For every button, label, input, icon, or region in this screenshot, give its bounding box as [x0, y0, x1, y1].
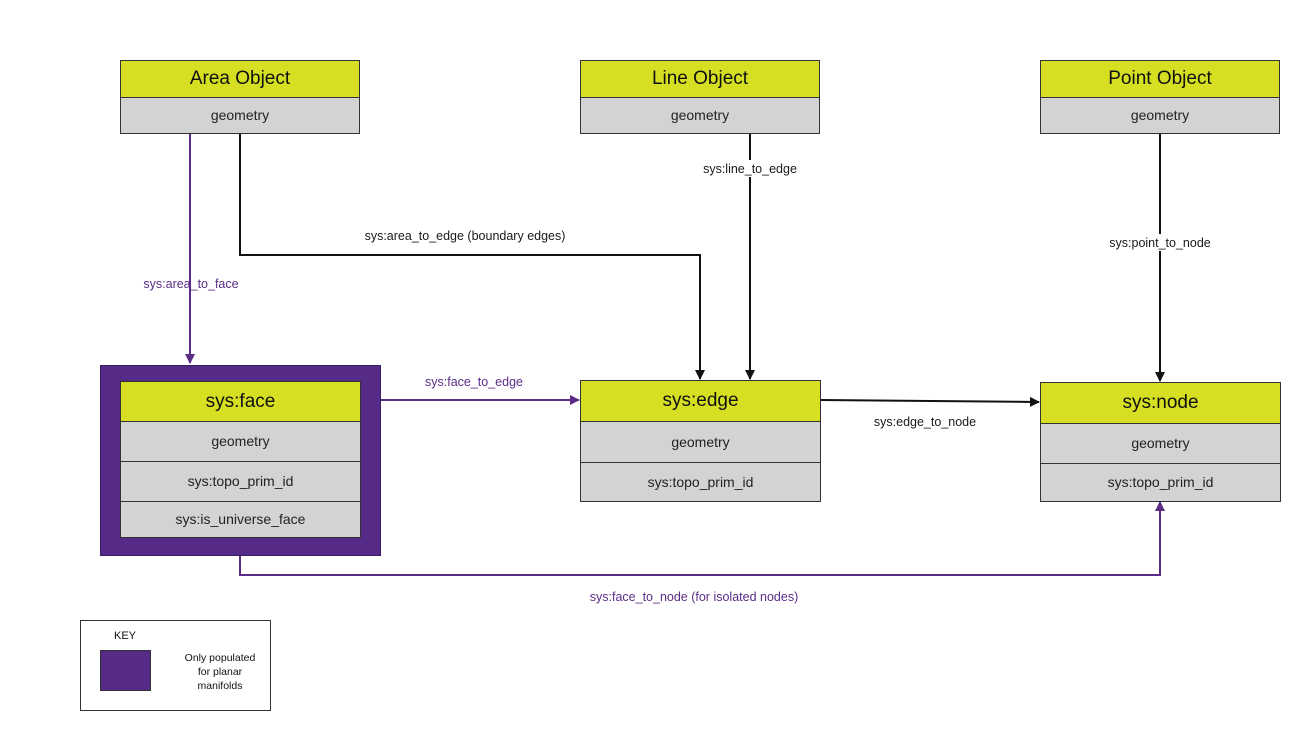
- entity-point-object[interactable]: Point Object geometry: [1040, 60, 1280, 134]
- attribute-geometry: geometry: [1041, 98, 1279, 133]
- label-point-to-node: sys:point_to_node: [1109, 236, 1211, 250]
- label-face-to-edge: sys:face_to_edge: [425, 375, 523, 389]
- entity-sys-face[interactable]: sys:face geometry sys:topo_prim_id sys:i…: [120, 381, 361, 538]
- attribute-topo-prim-id: sys:topo_prim_id: [581, 463, 820, 501]
- attribute-geometry: geometry: [1041, 424, 1280, 464]
- legend-title: KEY: [114, 630, 137, 642]
- attribute-geometry: geometry: [121, 98, 359, 133]
- legend-key: KEY Only populated for planar manifolds: [80, 620, 271, 711]
- legend-swatch-planar: [100, 650, 151, 691]
- label-line-to-edge: sys:line_to_edge: [703, 162, 797, 176]
- entity-area-object[interactable]: Area Object geometry: [120, 60, 360, 134]
- entity-title: sys:edge: [581, 381, 820, 422]
- entity-title: Area Object: [121, 61, 359, 98]
- entity-sys-node[interactable]: sys:node geometry sys:topo_prim_id: [1040, 382, 1281, 502]
- attribute-is-universe-face: sys:is_universe_face: [121, 502, 360, 537]
- edge-edge-to-node: [820, 396, 1040, 407]
- entity-title: sys:face: [121, 382, 360, 422]
- entity-title: Point Object: [1041, 61, 1279, 98]
- attribute-topo-prim-id: sys:topo_prim_id: [121, 462, 360, 502]
- entity-sys-edge[interactable]: sys:edge geometry sys:topo_prim_id: [580, 380, 821, 502]
- label-area-to-face: sys:area_to_face: [143, 277, 238, 291]
- label-area-to-edge: sys:area_to_edge (boundary edges): [365, 229, 566, 243]
- attribute-geometry: geometry: [581, 98, 819, 133]
- label-edge-to-node: sys:edge_to_node: [874, 415, 976, 429]
- label-face-to-node: sys:face_to_node (for isolated nodes): [590, 590, 798, 604]
- attribute-geometry: geometry: [581, 422, 820, 463]
- edge-face-to-node: [239, 501, 1165, 576]
- attribute-geometry: geometry: [121, 422, 360, 462]
- entity-title: sys:node: [1041, 383, 1280, 424]
- entity-line-object[interactable]: Line Object geometry: [580, 60, 820, 134]
- entity-title: Line Object: [581, 61, 819, 98]
- edge-area-to-edge: [239, 131, 705, 380]
- attribute-topo-prim-id: sys:topo_prim_id: [1041, 464, 1280, 501]
- legend-description: Only populated for planar manifolds: [184, 652, 256, 692]
